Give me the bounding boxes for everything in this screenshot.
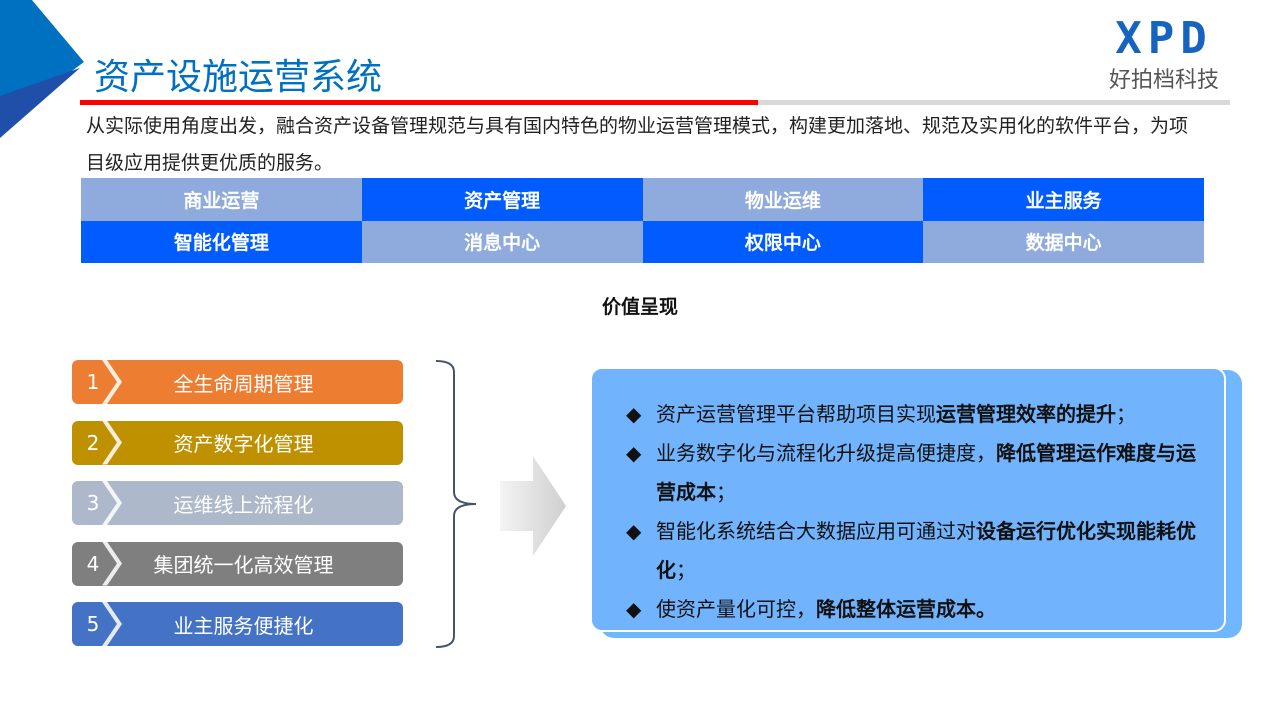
value-item: 5 业主服务便捷化: [72, 602, 403, 646]
logo-mark: XPD: [1115, 13, 1213, 64]
value-label: 全生命周期管理: [173, 371, 314, 396]
module-cell: 消息中心: [361, 220, 643, 263]
value-label: 集团统一化高效管理: [153, 553, 334, 577]
value-item: 1 全生命周期管理: [72, 360, 403, 404]
module-grid: 商业运营资产管理物业运维业主服务智能化管理消息中心权限中心数据中心: [81, 178, 1204, 263]
bullet-plain-text: 使资产量化可控，: [656, 597, 816, 621]
bullet-text: 智能化系统结合大数据应用可通过对设备运行优化实现能耗优化；: [656, 512, 1196, 590]
diamond-bullet-icon: ◆: [626, 519, 642, 543]
module-cell: 商业运营: [81, 178, 362, 221]
bullet-item: ◆ 资产运营管理平台帮助项目实现运营管理效率的提升；: [626, 395, 1224, 434]
bullet-plain-text: 智能化系统结合大数据应用可通过对: [656, 519, 976, 543]
bullet-item: ◆ 业务数字化与流程化升级提高便捷度，降低管理运作难度与运营成本；: [626, 434, 1224, 512]
module-cell: 数据中心: [923, 220, 1204, 263]
module-cell: 权限中心: [642, 220, 924, 263]
bullet-plain-text: 业务数字化与流程化升级提高便捷度，: [656, 441, 996, 465]
value-label: 运维线上流程化: [173, 492, 314, 517]
title-divider: [80, 100, 1230, 105]
value-number: 2: [86, 430, 100, 455]
bullet-plain-text: ；: [1116, 402, 1136, 426]
value-panel: ◆资产运营管理平台帮助项目实现运营管理效率的提升；◆业务数字化与流程化升级提高便…: [590, 367, 1226, 632]
diamond-bullet-icon: ◆: [626, 597, 642, 621]
value-item: 4 集团统一化高效管理: [72, 541, 403, 586]
diamond-bullet-icon: ◆: [626, 402, 642, 426]
brace-icon: [436, 360, 476, 648]
diamond-bullet-icon: ◆: [626, 441, 642, 465]
module-cell: 业主服务: [923, 178, 1204, 221]
value-list: 1 全生命周期管理 2 资产数字化管理 3 运维线上流程化 4 集团统一化高效管理 5 业主服务便…: [72, 360, 403, 663]
bullet-item: ◆ 智能化系统结合大数据应用可通过对设备运行优化实现能耗优化；: [626, 512, 1224, 590]
value-number: 4: [86, 551, 100, 576]
bullet-item: ◆ 使资产量化可控，降低整体运营成本。: [626, 590, 1224, 629]
value-number: 5: [86, 612, 100, 636]
page-title: 资产设施运营系统: [94, 57, 383, 98]
value-item: 2 资产数字化管理: [72, 420, 403, 465]
module-cell: 资产管理: [361, 178, 643, 221]
bullet-plain-text: ；: [716, 480, 736, 504]
logo: XPD 好拍档科技: [1094, 16, 1234, 94]
bullet-plain-text: 资产运营管理平台帮助项目实现: [656, 402, 936, 426]
bullet-bold-text: 降低管理运作难度与运营成本: [656, 441, 1196, 504]
value-number: 3: [86, 491, 100, 515]
module-cell: 智能化管理: [81, 220, 362, 263]
arrow-right-icon: [500, 456, 566, 556]
bullet-bold-text: 运营管理效率的提升: [936, 402, 1116, 426]
bullet-text: 使资产量化可控，降低整体运营成本。: [656, 590, 1196, 629]
value-item: 3 运维线上流程化: [72, 481, 403, 525]
bullet-plain-text: ；: [676, 558, 696, 582]
bullet-text: 业务数字化与流程化升级提高便捷度，降低管理运作难度与运营成本；: [656, 434, 1196, 512]
value-title: 价值呈现: [601, 296, 678, 318]
bullet-bold-text: 设备运行优化实现能耗优化: [656, 519, 1196, 582]
value-number: 1: [86, 370, 100, 394]
logo-name: 好拍档科技: [1108, 68, 1219, 93]
value-label: 资产数字化管理: [173, 432, 314, 456]
module-cell: 物业运维: [642, 178, 924, 221]
bullet-bold-text: 降低整体运营成本。: [816, 597, 996, 621]
bullet-text: 资产运营管理平台帮助项目实现运营管理效率的提升；: [656, 395, 1196, 434]
value-label: 业主服务便捷化: [173, 613, 314, 638]
intro-text: 从实际使用角度出发，融合资产设备管理规范与具有国内特色的物业运营管理模式，构建更…: [86, 115, 1189, 174]
